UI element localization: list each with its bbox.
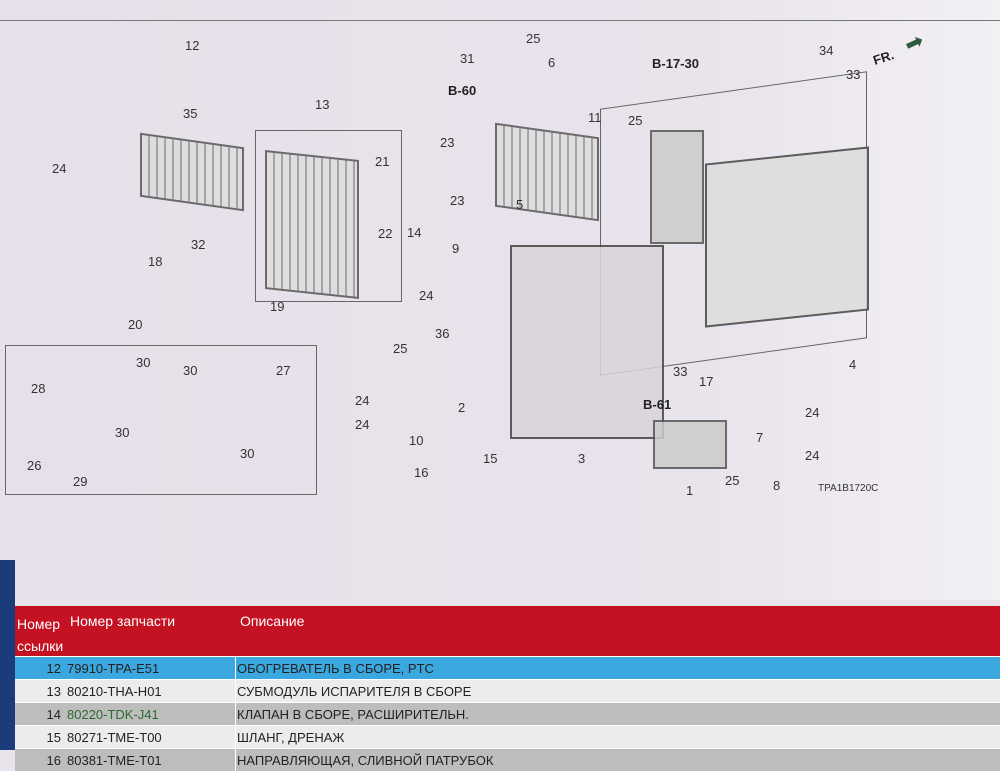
callout: 24: [419, 288, 434, 303]
part-cell: 80381-TME-T01: [67, 753, 162, 768]
callout: 34: [819, 43, 834, 58]
desc-cell: НАПРАВЛЯЮЩАЯ, СЛИВНОЙ ПАТРУБОК: [237, 753, 494, 768]
callout: 23: [440, 135, 455, 150]
group-box-13: [255, 130, 402, 302]
callout: 25: [393, 341, 408, 356]
callout: 5: [516, 197, 524, 212]
desc-cell: ОБОГРЕВАТЕЛЬ В СБОРЕ, PTC: [237, 661, 434, 676]
callout: 24: [805, 448, 820, 463]
ref-cell: 15: [46, 730, 61, 745]
ref-cell: 16: [46, 753, 61, 768]
part-cell: 79910-TPA-E51: [67, 661, 160, 676]
callout: 24: [805, 405, 820, 420]
callout: 28: [31, 381, 46, 396]
screen-edge: [0, 560, 15, 750]
divider: [0, 20, 1000, 21]
ref-cell: 13: [46, 684, 61, 699]
callout: 33: [673, 364, 688, 379]
callout: 22: [378, 226, 393, 241]
callout: 32: [191, 237, 206, 252]
callout: 24: [52, 161, 67, 176]
callout: 3: [578, 451, 586, 466]
callout: 16: [414, 465, 429, 480]
callout: 25: [628, 113, 643, 128]
callout: 30: [136, 355, 151, 370]
ref-cell: 12: [15, 661, 65, 676]
ref-link-b-60[interactable]: B-60: [448, 83, 477, 98]
diagram-code: TPA1B1720C: [818, 483, 879, 494]
callout: 30: [240, 446, 255, 461]
part-heater-ptc[interactable]: [140, 132, 244, 212]
ref-link-b-17-30[interactable]: B-17-30: [652, 56, 699, 71]
ref-link-b-61[interactable]: B-61: [643, 397, 672, 412]
header-ref: Номер ссылки: [17, 616, 64, 654]
desc-cell: КЛАПАН В СБОРЕ, РАСШИРИТЕЛЬН.: [237, 707, 469, 722]
callout: 15: [483, 451, 498, 466]
callout: 4: [849, 357, 857, 372]
callout: 19: [270, 299, 285, 314]
callout: 13: [315, 97, 330, 112]
callout: 24: [355, 393, 370, 408]
desc-cell: ШЛАНГ, ДРЕНАЖ: [237, 730, 345, 745]
callout: 35: [183, 106, 198, 121]
part-cell: 80271-TME-T00: [67, 730, 162, 745]
desc-cell: СУБМОДУЛЬ ИСПАРИТЕЛЯ В СБОРЕ: [237, 684, 472, 699]
part-evaporator[interactable]: [265, 150, 359, 299]
front-arrow-icon: ➡: [900, 27, 928, 58]
part-cover[interactable]: [650, 130, 704, 244]
callout: 12: [185, 38, 200, 53]
callout: 9: [452, 241, 460, 256]
group-box-20: [5, 345, 317, 495]
table-row[interactable]: 14 80220-TDK-J41 КЛАПАН В СБОРЕ, РАСШИРИТЕ…: [15, 702, 1000, 725]
callout: 29: [73, 474, 88, 489]
callout: 18: [148, 254, 163, 269]
callout: 33: [846, 67, 861, 82]
callout: 20: [128, 317, 143, 332]
callout: 30: [115, 425, 130, 440]
part-heater-core[interactable]: [495, 122, 599, 222]
callout: 17: [699, 374, 714, 389]
header-desc: Описание: [240, 613, 305, 629]
ref-cell: 14: [46, 707, 61, 722]
part-cell: 80220-TDK-J41: [67, 707, 159, 722]
front-marker: FR.: [871, 47, 896, 68]
callout: 25: [725, 473, 740, 488]
callout: 14: [407, 225, 422, 240]
table-row[interactable]: 16 80381-TME-T01 НАПРАВЛЯЮЩАЯ, СЛИВНОЙ ПАТ…: [15, 748, 1000, 771]
part-motor-base[interactable]: [653, 420, 727, 469]
part-cell: 80210-THA-H01: [67, 684, 162, 699]
table-header: Номер ссылки Номер запчасти Описание: [15, 606, 1000, 656]
callout: 7: [756, 430, 764, 445]
callout: 30: [183, 363, 198, 378]
table-row[interactable]: 15 80271-TME-T00 ШЛАНГ, ДРЕНАЖ: [15, 725, 1000, 748]
callout: 21: [375, 154, 390, 169]
callout: 11: [588, 110, 602, 125]
callout: 23: [450, 193, 465, 208]
header-part: Номер запчасти: [70, 613, 176, 629]
callout: 31: [460, 51, 475, 66]
callout: 27: [276, 363, 291, 378]
callout: 1: [686, 483, 694, 498]
table-row[interactable]: 13 80210-THA-H01 СУБМОДУЛЬ ИСПАРИТЕЛЯ В СБ…: [15, 679, 1000, 702]
callout: 25: [526, 31, 541, 46]
part-heater-unit[interactable]: [510, 245, 664, 439]
callout: 26: [27, 458, 42, 473]
part-case[interactable]: [705, 146, 869, 328]
callout: 2: [458, 400, 466, 415]
parts-diagram: 12 35 24 13 21 22 32 18 19 20 30 30 27 2…: [0, 0, 1000, 600]
callout: 10: [409, 433, 424, 448]
callout: 8: [773, 478, 781, 493]
callout: 36: [435, 326, 450, 341]
callout: 6: [548, 55, 556, 70]
callout: 24: [355, 417, 370, 432]
